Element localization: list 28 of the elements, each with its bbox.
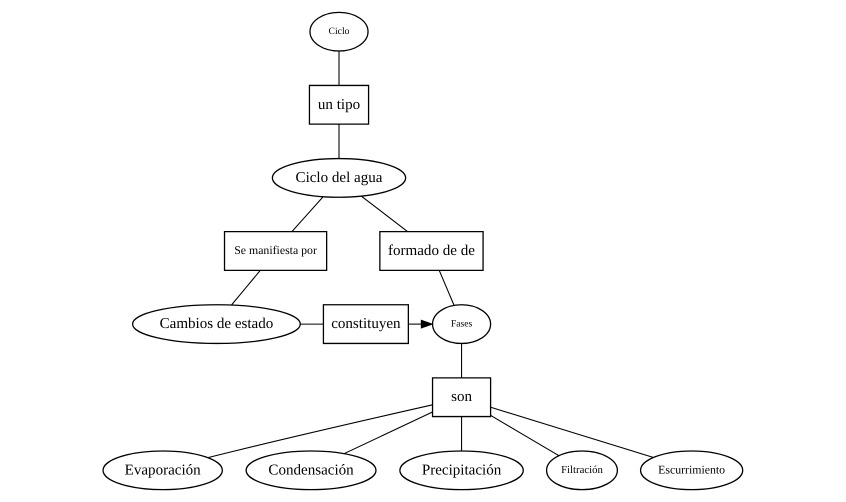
node-box: un tipo: [308, 84, 370, 125]
connector: [461, 344, 462, 378]
connector: [338, 124, 340, 158]
node-box: constituyen: [322, 304, 409, 344]
node-ellipse: Condensación: [245, 450, 377, 490]
node-ellipse: Ciclo del agua: [272, 158, 406, 198]
node-box: son: [432, 377, 492, 418]
node-ellipse: Escurrimiento: [640, 450, 744, 490]
connector: [490, 406, 654, 458]
connector: [208, 404, 433, 458]
node-ellipse: Ciclo: [309, 12, 369, 52]
connector: [438, 270, 455, 306]
connector: [490, 415, 559, 456]
connector: [292, 196, 324, 232]
connector: [338, 51, 340, 85]
connector: [461, 416, 462, 450]
connector: [361, 196, 408, 232]
node-box: Se manifiesta por: [224, 231, 328, 271]
node-ellipse: Fases: [432, 304, 492, 344]
node-ellipse: Precipitación: [399, 450, 524, 490]
node-ellipse: Evaporación: [102, 450, 223, 490]
node-ellipse: Filtración: [546, 450, 618, 490]
node-box: formado de de: [379, 231, 484, 271]
connector: [231, 270, 260, 306]
connector: [344, 412, 432, 454]
arrow: [408, 320, 434, 329]
node-ellipse: Cambios de estado: [132, 304, 301, 344]
connector: [300, 324, 323, 325]
